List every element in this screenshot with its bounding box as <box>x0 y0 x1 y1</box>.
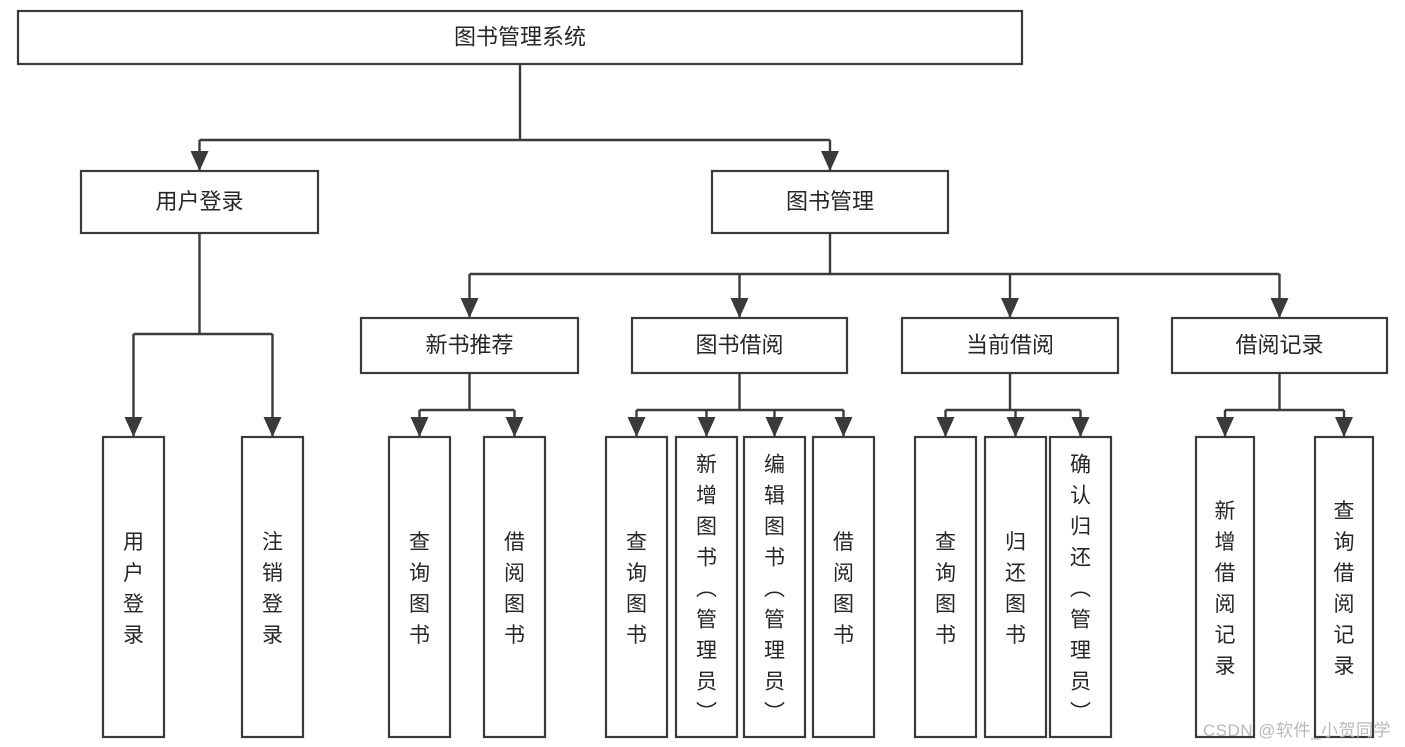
node-box <box>811 435 876 739</box>
arrow-head-icon <box>834 417 853 437</box>
diagram-nodes: 图书管理系统用户登录图书管理新书推荐图书借阅当前借阅借阅记录用户登录注销登录查询… <box>16 9 1389 739</box>
node-leaf-借阅图书-3[interactable]: 借阅图书 <box>482 435 547 739</box>
node-leaf-归还图书-9[interactable]: 归还图书 <box>983 435 1048 739</box>
arrow-head-icon <box>765 417 784 437</box>
node-box <box>1170 316 1389 375</box>
node-box <box>482 435 547 739</box>
node-leaf-查询图书-4[interactable]: 查询图书 <box>604 435 669 739</box>
node-leaf-查询借阅记录-12[interactable]: 查询借阅记录 <box>1313 435 1375 739</box>
node-label: 查询图书 <box>409 531 430 647</box>
node-box <box>240 435 305 739</box>
arrow-head-icon <box>1071 417 1090 437</box>
node-l2-图书管理-1[interactable]: 图书管理 <box>710 169 950 235</box>
node-l3-当前借阅-2[interactable]: 当前借阅 <box>900 316 1120 375</box>
node-box <box>630 316 849 375</box>
node-label: 注销登录 <box>262 531 283 647</box>
node-label: 查询借阅记录 <box>1334 500 1355 678</box>
arrow-head-icon <box>730 298 749 318</box>
node-box <box>604 435 669 739</box>
arrow-head-icon <box>627 417 646 437</box>
node-box <box>387 435 452 739</box>
node-label: 归还图书 <box>1005 531 1026 647</box>
node-l3-借阅记录-3[interactable]: 借阅记录 <box>1170 316 1389 375</box>
node-box <box>79 169 320 235</box>
node-label: 图书借阅 <box>695 332 783 357</box>
arrow-head-icon <box>263 417 282 437</box>
node-box <box>16 9 1024 66</box>
node-box <box>674 435 739 739</box>
arrow-head-icon <box>410 417 429 437</box>
arrow-head-icon <box>505 417 524 437</box>
node-leaf-编辑图书管理员-6[interactable]: 编辑图书︵管理员︶ <box>742 435 807 739</box>
node-leaf-新增借阅记录-11[interactable]: 新增借阅记录 <box>1194 435 1256 739</box>
node-label: 借阅记录 <box>1235 332 1323 357</box>
connector-lines <box>124 64 1353 437</box>
node-l3-图书借阅-1[interactable]: 图书借阅 <box>630 316 849 375</box>
arrow-head-icon <box>124 417 143 437</box>
arrow-head-icon <box>190 151 209 171</box>
node-label: 确认归还︵管理员︶ <box>1070 454 1091 725</box>
node-label: 借阅图书 <box>504 531 525 647</box>
node-label: 查询图书 <box>626 531 647 647</box>
node-leaf-借阅图书-7[interactable]: 借阅图书 <box>811 435 876 739</box>
node-box <box>1048 435 1113 739</box>
node-label: 新书推荐 <box>425 332 513 357</box>
node-root-图书管理系统[interactable]: 图书管理系统 <box>16 9 1024 66</box>
node-label: 当前借阅 <box>966 332 1054 357</box>
node-box <box>1194 435 1256 739</box>
arrow-head-icon <box>936 417 955 437</box>
node-leaf-注销登录-1[interactable]: 注销登录 <box>240 435 305 739</box>
node-box <box>710 169 950 235</box>
node-l3-新书推荐-0[interactable]: 新书推荐 <box>359 316 580 375</box>
node-label: 新增借阅记录 <box>1215 500 1236 678</box>
node-label: 用户登录 <box>123 531 144 647</box>
node-box <box>900 316 1120 375</box>
node-label: 图书管理 <box>786 189 874 214</box>
node-box <box>983 435 1048 739</box>
node-leaf-用户登录-0[interactable]: 用户登录 <box>101 435 166 739</box>
arrow-head-icon <box>697 417 716 437</box>
node-box <box>101 435 166 739</box>
node-leaf-新增图书管理员-5[interactable]: 新增图书︵管理员︶ <box>674 435 739 739</box>
arrow-head-icon <box>1335 417 1353 437</box>
arrow-head-icon <box>1270 298 1289 318</box>
node-box <box>359 316 580 375</box>
arrow-head-icon <box>1006 417 1025 437</box>
node-leaf-查询图书-2[interactable]: 查询图书 <box>387 435 452 739</box>
node-label: 查询图书 <box>935 531 956 647</box>
node-label: 用户登录 <box>155 189 243 214</box>
node-box <box>742 435 807 739</box>
watermark-text: CSDN @软件_小贺同学 <box>1202 721 1391 740</box>
node-box <box>913 435 978 739</box>
node-label: 图书管理系统 <box>454 24 586 49</box>
node-leaf-确认归还管理员-10[interactable]: 确认归还︵管理员︶ <box>1048 435 1113 739</box>
arrow-head-icon <box>1216 417 1234 437</box>
node-l2-用户登录-0[interactable]: 用户登录 <box>79 169 320 235</box>
node-label: 借阅图书 <box>833 531 854 647</box>
node-box <box>1313 435 1375 739</box>
node-label: 编辑图书︵管理员︶ <box>764 454 785 725</box>
arrow-head-icon <box>1001 298 1019 318</box>
node-label: 新增图书︵管理员︶ <box>696 454 717 725</box>
node-leaf-查询图书-8[interactable]: 查询图书 <box>913 435 978 739</box>
arrow-head-icon <box>821 151 839 171</box>
arrow-head-icon <box>460 298 479 318</box>
